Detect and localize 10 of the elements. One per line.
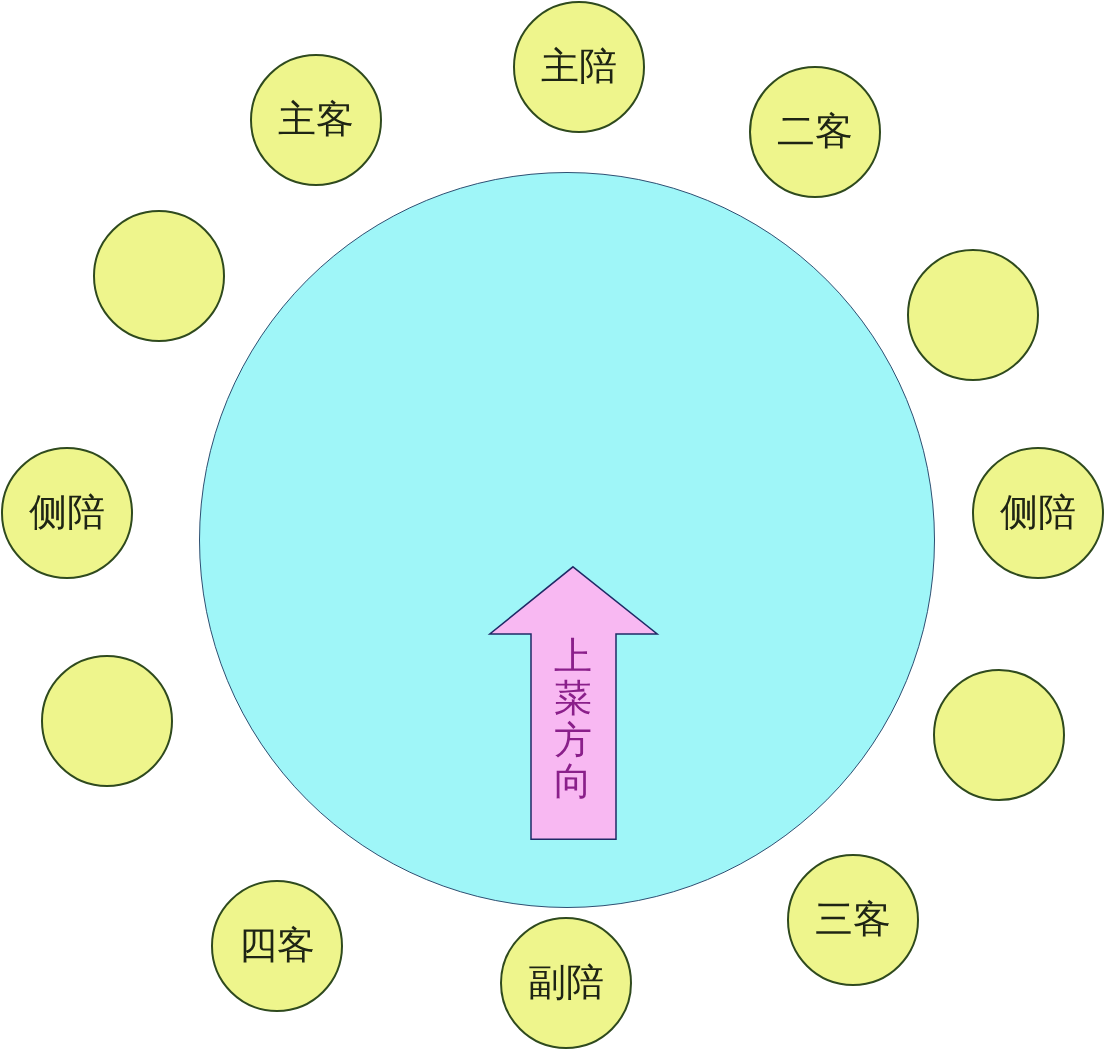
seat-label: 侧陪 <box>29 490 105 536</box>
seat-label: 副陪 <box>528 960 604 1006</box>
direction-label: 上菜方向 <box>554 636 592 804</box>
direction-arrow <box>489 566 658 840</box>
seat-label: 主客 <box>278 97 354 143</box>
seat-label: 侧陪 <box>1000 490 1076 536</box>
seat-label: 主陪 <box>541 44 617 90</box>
seat-label: 二客 <box>777 109 853 155</box>
seat-label: 四客 <box>239 923 315 969</box>
seat-label: 三客 <box>815 897 891 943</box>
